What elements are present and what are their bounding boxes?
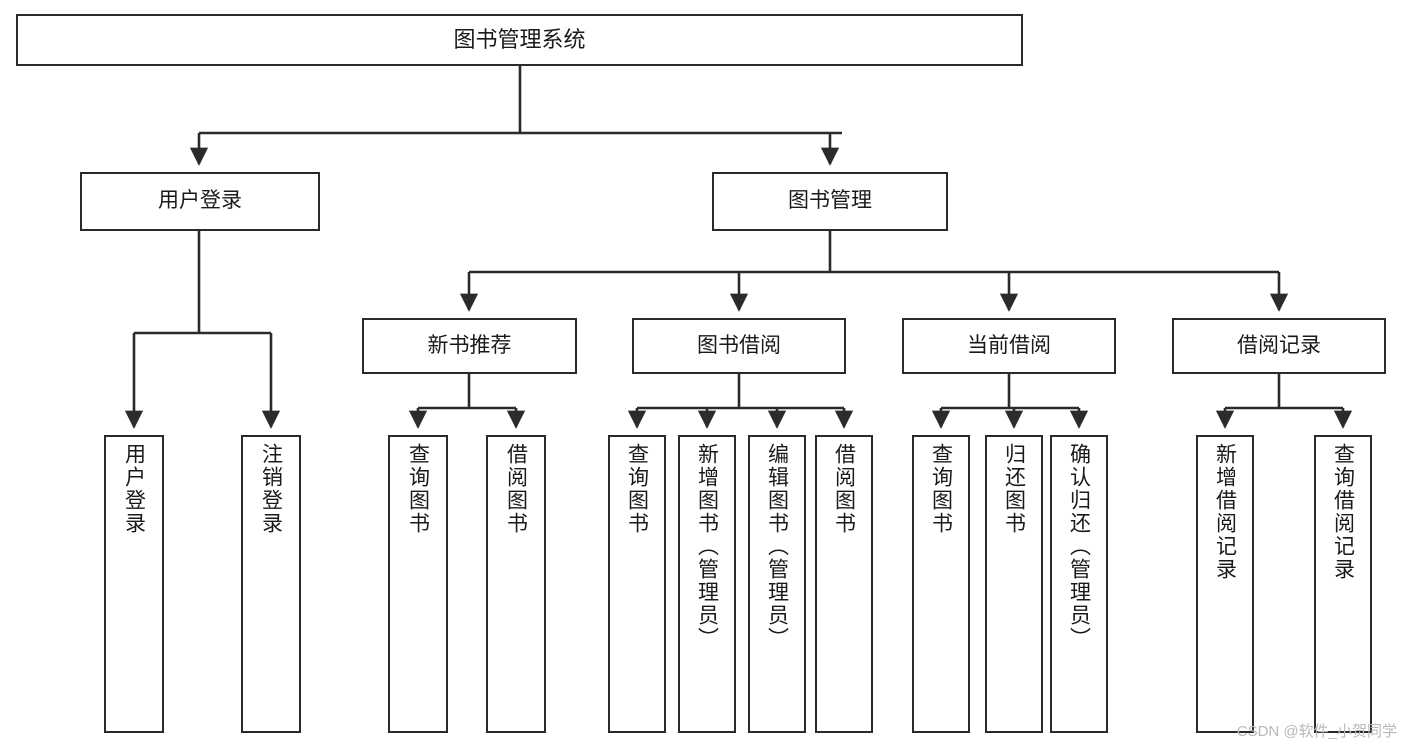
node-leaf-add-book[interactable]: 新增图书（管理员） — [678, 435, 736, 733]
node-borrow-record[interactable]: 借阅记录 — [1172, 318, 1386, 374]
node-leaf-confirm-return-label: 确认归还（管理员） — [1067, 443, 1091, 650]
node-leaf-borrow-book[interactable]: 借阅图书 — [815, 435, 873, 733]
node-borrow-record-label: 借阅记录 — [1237, 333, 1321, 357]
node-leaf-user-logout[interactable]: 注销登录 — [241, 435, 301, 733]
node-leaf-user-login[interactable]: 用户登录 — [104, 435, 164, 733]
node-leaf-return-book-label: 归还图书 — [1002, 443, 1026, 535]
node-leaf-query-book-borrow[interactable]: 查询图书 — [608, 435, 666, 733]
node-leaf-borrow-book-label: 借阅图书 — [832, 443, 856, 535]
node-leaf-user-logout-label: 注销登录 — [259, 443, 283, 535]
node-current-borrow-label: 当前借阅 — [967, 333, 1051, 357]
node-book-management-label: 图书管理 — [788, 189, 872, 213]
node-leaf-query-book-borrow-label: 查询图书 — [625, 443, 649, 535]
node-book-management[interactable]: 图书管理 — [712, 172, 948, 231]
node-leaf-return-book[interactable]: 归还图书 — [985, 435, 1043, 733]
node-leaf-confirm-return[interactable]: 确认归还（管理员） — [1050, 435, 1108, 733]
node-leaf-query-book-rec-label: 查询图书 — [406, 443, 430, 535]
node-user-login[interactable]: 用户登录 — [80, 172, 320, 231]
node-root-label: 图书管理系统 — [453, 27, 586, 53]
node-leaf-user-login-label: 用户登录 — [122, 443, 146, 535]
node-leaf-query-book-current[interactable]: 查询图书 — [912, 435, 970, 733]
node-root[interactable]: 图书管理系统 — [16, 14, 1023, 66]
node-leaf-borrow-book-rec[interactable]: 借阅图书 — [486, 435, 546, 733]
node-leaf-query-book-current-label: 查询图书 — [929, 443, 953, 535]
node-new-book-recommend-label: 新书推荐 — [427, 333, 512, 357]
node-user-login-label: 用户登录 — [158, 189, 242, 213]
node-leaf-query-record[interactable]: 查询借阅记录 — [1314, 435, 1372, 733]
node-leaf-edit-book[interactable]: 编辑图书（管理员） — [748, 435, 806, 733]
node-book-borrow[interactable]: 图书借阅 — [632, 318, 846, 374]
node-leaf-query-record-label: 查询借阅记录 — [1331, 443, 1355, 581]
node-current-borrow[interactable]: 当前借阅 — [902, 318, 1116, 374]
node-leaf-query-book-rec[interactable]: 查询图书 — [388, 435, 448, 733]
node-book-borrow-label: 图书借阅 — [697, 333, 781, 357]
node-new-book-recommend[interactable]: 新书推荐 — [362, 318, 577, 374]
node-leaf-edit-book-label: 编辑图书（管理员） — [765, 443, 789, 650]
node-leaf-borrow-book-rec-label: 借阅图书 — [504, 443, 528, 535]
node-leaf-add-book-label: 新增图书（管理员） — [695, 443, 719, 650]
node-leaf-add-record[interactable]: 新增借阅记录 — [1196, 435, 1254, 733]
watermark: CSDN @软件_小贺同学 — [1236, 723, 1397, 740]
node-leaf-add-record-label: 新增借阅记录 — [1213, 443, 1237, 581]
